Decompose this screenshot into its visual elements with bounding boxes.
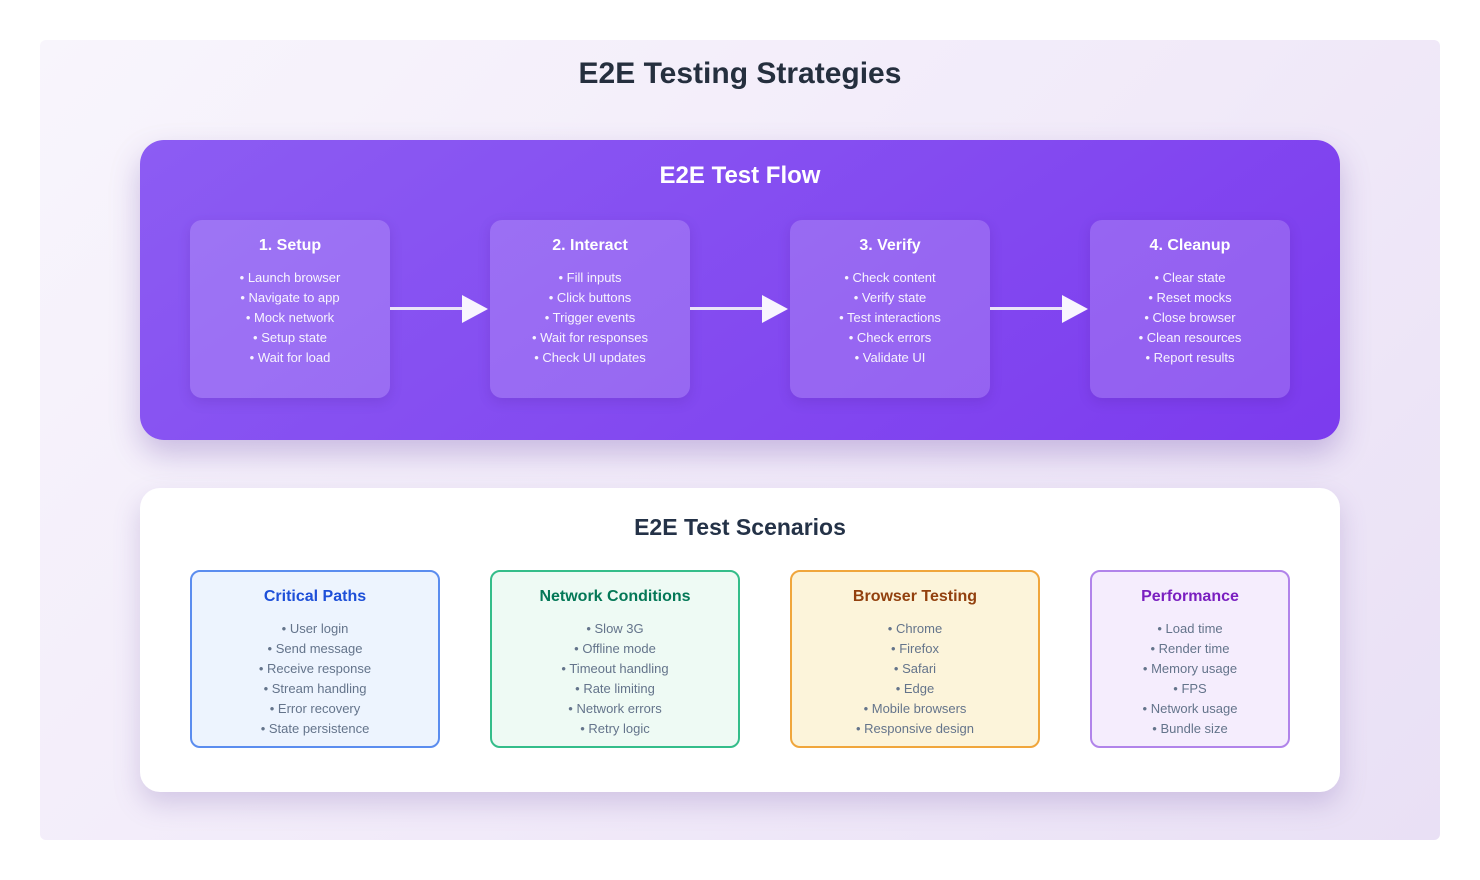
scenarios-panel-title: E2E Test Scenarios <box>634 514 846 540</box>
scenario-item: Render time <box>1092 639 1288 659</box>
scenario-item-list: Slow 3G Offline mode Timeout handling Ra… <box>492 619 738 739</box>
flow-step-item: Navigate to app <box>190 288 390 308</box>
flow-step-card-cleanup: 4. Cleanup Clear state Reset mocks Close… <box>1090 220 1290 398</box>
scenario-item-list: Chrome Firefox Safari Edge Mobile browse… <box>792 619 1038 739</box>
arrow-head <box>462 295 488 323</box>
flow-step-title: 1. Setup <box>258 237 322 254</box>
scenario-item: Safari <box>792 659 1038 679</box>
flow-step-item-list: Check content Verify state Test interact… <box>790 268 990 368</box>
scenario-item: Edge <box>792 679 1038 699</box>
flow-step-title: 2. Interact <box>552 237 628 254</box>
scenario-item: State persistence <box>192 719 438 739</box>
flow-panel: E2E Test Flow 1. Setup Launch browser Na… <box>140 140 1340 440</box>
flow-step-item: Wait for responses <box>490 328 690 348</box>
scenario-item: Rate limiting <box>492 679 738 699</box>
scenario-item: Error recovery <box>192 699 438 719</box>
flow-step-item-list: Fill inputs Click buttons Trigger events… <box>490 268 690 368</box>
arrow-head <box>1062 295 1088 323</box>
flow-steps-row: 1. Setup Launch browser Navigate to app … <box>140 220 1340 398</box>
flow-step-card-verify: 3. Verify Check content Verify state Tes… <box>790 220 990 398</box>
scenario-item-list: Load time Render time Memory usage FPS N… <box>1092 619 1288 739</box>
scenario-card-title: Critical Paths <box>263 588 367 605</box>
scenario-item: Offline mode <box>492 639 738 659</box>
scenario-card-title: Performance <box>1141 588 1239 605</box>
arrow-line <box>990 307 1074 310</box>
flow-step-item: Clean resources <box>1090 328 1290 348</box>
flow-step-item: Check errors <box>790 328 990 348</box>
page-background-panel: E2E Testing Strategies E2E Test Flow 1. … <box>40 40 1440 840</box>
scenario-card-network-conditions: Network Conditions Slow 3G Offline mode … <box>490 570 740 748</box>
scenario-item: Responsive design <box>792 719 1038 739</box>
flow-step-item: Close browser <box>1090 308 1290 328</box>
scenario-item: Firefox <box>792 639 1038 659</box>
scenario-item: Network usage <box>1092 699 1288 719</box>
flow-step-card-interact: 2. Interact Fill inputs Click buttons Tr… <box>490 220 690 398</box>
scenario-card-browser-testing: Browser Testing Chrome Firefox Safari Ed… <box>790 570 1040 748</box>
arrow-line <box>390 307 474 310</box>
flow-step-item: Mock network <box>190 308 390 328</box>
arrow-right-icon <box>390 220 490 398</box>
scenario-cards-row: Critical Paths User login Send message R… <box>140 570 1340 748</box>
scenario-card-performance: Performance Load time Render time Memory… <box>1090 570 1290 748</box>
scenarios-panel: E2E Test Scenarios Critical Paths User l… <box>140 488 1340 792</box>
flow-step-item: Check UI updates <box>490 348 690 368</box>
scenario-item: FPS <box>1092 679 1288 699</box>
flow-step-item: Validate UI <box>790 348 990 368</box>
flow-step-item: Test interactions <box>790 308 990 328</box>
scenario-item: User login <box>192 619 438 639</box>
arrow-right-icon <box>690 220 790 398</box>
page-title: E2E Testing Strategies <box>578 57 902 90</box>
flow-step-item: Setup state <box>190 328 390 348</box>
flow-step-title: 3. Verify <box>859 237 921 254</box>
scenario-card-critical-paths: Critical Paths User login Send message R… <box>190 570 440 748</box>
flow-step-title: 4. Cleanup <box>1149 237 1231 254</box>
flow-step-item: Fill inputs <box>490 268 690 288</box>
scenario-item: Mobile browsers <box>792 699 1038 719</box>
scenario-item: Send message <box>192 639 438 659</box>
flow-panel-title: E2E Test Flow <box>659 162 821 189</box>
scenario-item: Timeout handling <box>492 659 738 679</box>
flow-step-item: Clear state <box>1090 268 1290 288</box>
flow-step-card-setup: 1. Setup Launch browser Navigate to app … <box>190 220 390 398</box>
arrow-right-icon <box>990 220 1090 398</box>
scenario-card-title: Network Conditions <box>539 588 691 605</box>
arrow-line <box>690 307 774 310</box>
flow-step-item-list: Launch browser Navigate to app Mock netw… <box>190 268 390 368</box>
scenario-item: Slow 3G <box>492 619 738 639</box>
scenario-item: Stream handling <box>192 679 438 699</box>
scenario-item: Receive response <box>192 659 438 679</box>
flow-step-item-list: Clear state Reset mocks Close browser Cl… <box>1090 268 1290 368</box>
scenario-item: Chrome <box>792 619 1038 639</box>
scenario-item: Network errors <box>492 699 738 719</box>
flow-step-item: Report results <box>1090 348 1290 368</box>
scenario-item: Memory usage <box>1092 659 1288 679</box>
scenario-item: Retry logic <box>492 719 738 739</box>
flow-step-item: Wait for load <box>190 348 390 368</box>
scenario-item-list: User login Send message Receive response… <box>192 619 438 739</box>
arrow-head <box>762 295 788 323</box>
flow-step-item: Trigger events <box>490 308 690 328</box>
flow-step-item: Reset mocks <box>1090 288 1290 308</box>
scenario-item: Bundle size <box>1092 719 1288 739</box>
scenario-item: Load time <box>1092 619 1288 639</box>
flow-step-item: Click buttons <box>490 288 690 308</box>
flow-step-item: Check content <box>790 268 990 288</box>
flow-step-item: Launch browser <box>190 268 390 288</box>
scenario-card-title: Browser Testing <box>852 588 978 605</box>
flow-step-item: Verify state <box>790 288 990 308</box>
